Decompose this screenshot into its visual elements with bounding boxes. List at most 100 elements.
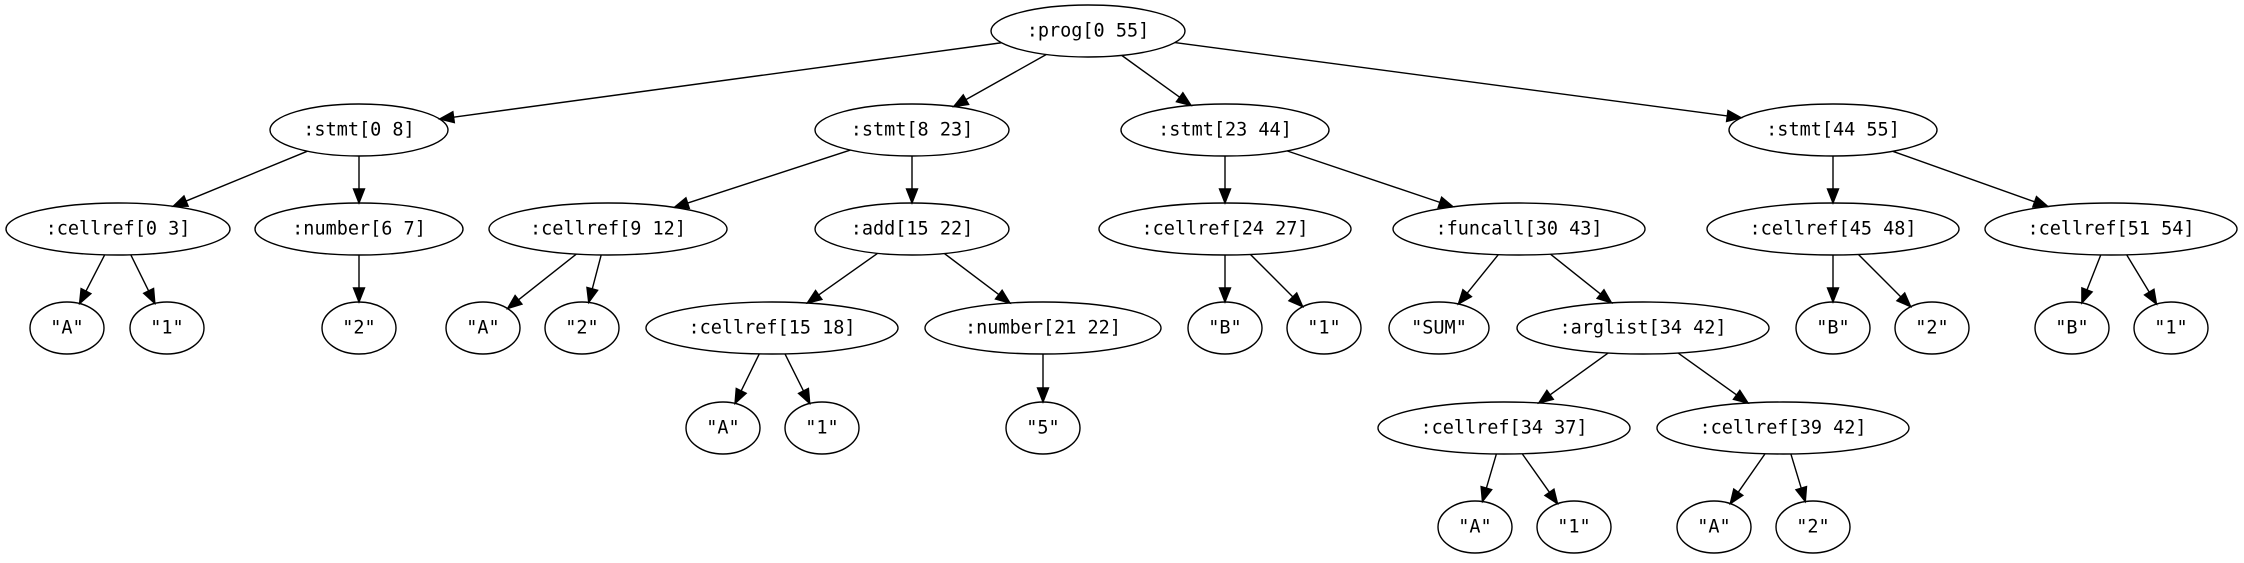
node-shape	[544, 301, 620, 355]
tree-edge	[1218, 156, 1232, 205]
arrowhead	[1537, 389, 1555, 405]
node-label: :cellref[45 48]	[1749, 219, 1916, 240]
node-shape	[1377, 401, 1631, 455]
node-string: "2"	[1894, 301, 1970, 355]
node-shape	[1706, 202, 1960, 256]
node-string: "B"	[2034, 301, 2110, 355]
arrowhead	[78, 287, 93, 306]
node-label: "B"	[1208, 318, 1241, 339]
node-shape	[1728, 103, 1938, 157]
node-label: :arglist[34 42]	[1559, 318, 1726, 339]
node-string: "1"	[1286, 301, 1362, 355]
edge-line	[1857, 253, 1902, 298]
edge-line	[1174, 41, 1728, 117]
node-shape	[1676, 500, 1752, 554]
node-string: "B"	[1187, 301, 1263, 355]
node-string: "1"	[2133, 301, 2209, 355]
tree-edge	[352, 156, 366, 205]
node-shape	[1005, 401, 1081, 455]
node-cellref: :cellref[39 42]	[1656, 401, 1910, 455]
arrowhead	[1826, 188, 1840, 205]
tree-edge	[1174, 41, 1744, 123]
arrowhead	[1732, 389, 1750, 405]
tree-edge	[734, 353, 760, 406]
node-shape	[2133, 301, 2209, 355]
node-shape	[1286, 301, 1362, 355]
arrowhead	[1457, 288, 1473, 306]
node-stmt: :stmt[0 8]	[269, 103, 449, 157]
node-number: :number[21 22]	[924, 301, 1162, 355]
node-shape	[1795, 301, 1871, 355]
tree-edge	[944, 252, 1012, 305]
node-shape	[645, 301, 899, 355]
edge-line	[1550, 253, 1601, 295]
edge-line	[1737, 453, 1766, 493]
edge-line	[1521, 453, 1551, 493]
node-string: "2"	[544, 301, 620, 355]
node-cellref: :cellref[24 27]	[1098, 202, 1352, 256]
tree-edge	[506, 253, 577, 310]
node-label: "2"	[1796, 517, 1829, 538]
arrowhead	[1895, 291, 1913, 309]
tree-edge	[1521, 453, 1559, 506]
arrowhead	[1543, 487, 1559, 506]
arrowhead	[142, 287, 156, 306]
node-shape	[269, 103, 449, 157]
node-label: "2"	[1915, 318, 1948, 339]
node-label: "B"	[1816, 318, 1849, 339]
node-shape	[445, 301, 521, 355]
tree-edge	[1826, 156, 1840, 205]
arrowhead	[1036, 387, 1050, 404]
tree-edge	[586, 254, 602, 305]
arrowhead	[1175, 91, 1193, 107]
arrowhead	[1826, 287, 1840, 304]
node-cellref: :cellref[51 54]	[1984, 202, 2238, 256]
node-label: "1"	[1557, 517, 1590, 538]
node-shape	[990, 4, 1186, 58]
node-label: "1"	[1307, 318, 1340, 339]
node-label: "SUM"	[1411, 318, 1467, 339]
arrowhead	[2031, 195, 2050, 208]
arrowhead	[1287, 291, 1305, 309]
tree-edge	[1826, 255, 1840, 304]
tree-edge	[1892, 150, 2050, 208]
node-shape	[814, 202, 1010, 256]
node-label: :cellref[15 18]	[688, 318, 855, 339]
node-shape	[5, 202, 231, 256]
node-label: :cellref[51 54]	[2027, 219, 2194, 240]
tree-edge	[1550, 253, 1613, 305]
arrowhead	[2143, 288, 2158, 306]
node-string: "B"	[1795, 301, 1871, 355]
node-shape	[1894, 301, 1970, 355]
node-string: "A"	[445, 301, 521, 355]
tree-edge	[171, 150, 308, 208]
arrowhead	[952, 93, 970, 108]
arrowhead	[352, 287, 366, 304]
node-label: :number[6 7]	[292, 219, 426, 240]
node-stmt: :stmt[44 55]	[1728, 103, 1938, 157]
node-string: "5"	[1005, 401, 1081, 455]
node-shape	[685, 401, 761, 455]
arrowhead	[1794, 485, 1808, 504]
node-label: :prog[0 55]	[1027, 21, 1150, 42]
node-shape	[1516, 301, 1770, 355]
node-string: "2"	[321, 301, 397, 355]
node-label: "A"	[706, 418, 739, 439]
edge-line	[1549, 352, 1609, 396]
tree-edge	[2081, 254, 2102, 305]
tree-edge	[2126, 254, 2158, 306]
node-shape	[814, 103, 1010, 157]
arrowhead	[171, 194, 190, 208]
node-add: :add[15 22]	[814, 202, 1010, 256]
node-cellref: :cellref[15 18]	[645, 301, 899, 355]
node-prog: :prog[0 55]	[990, 4, 1186, 58]
node-label: "A"	[466, 318, 499, 339]
node-stmt: :stmt[23 44]	[1120, 103, 1330, 157]
arrowhead	[672, 196, 691, 210]
arrowhead	[805, 289, 824, 305]
arrowhead	[352, 188, 366, 205]
node-shape	[1187, 301, 1263, 355]
node-label: "A"	[1697, 517, 1730, 538]
node-shape	[1656, 401, 1910, 455]
